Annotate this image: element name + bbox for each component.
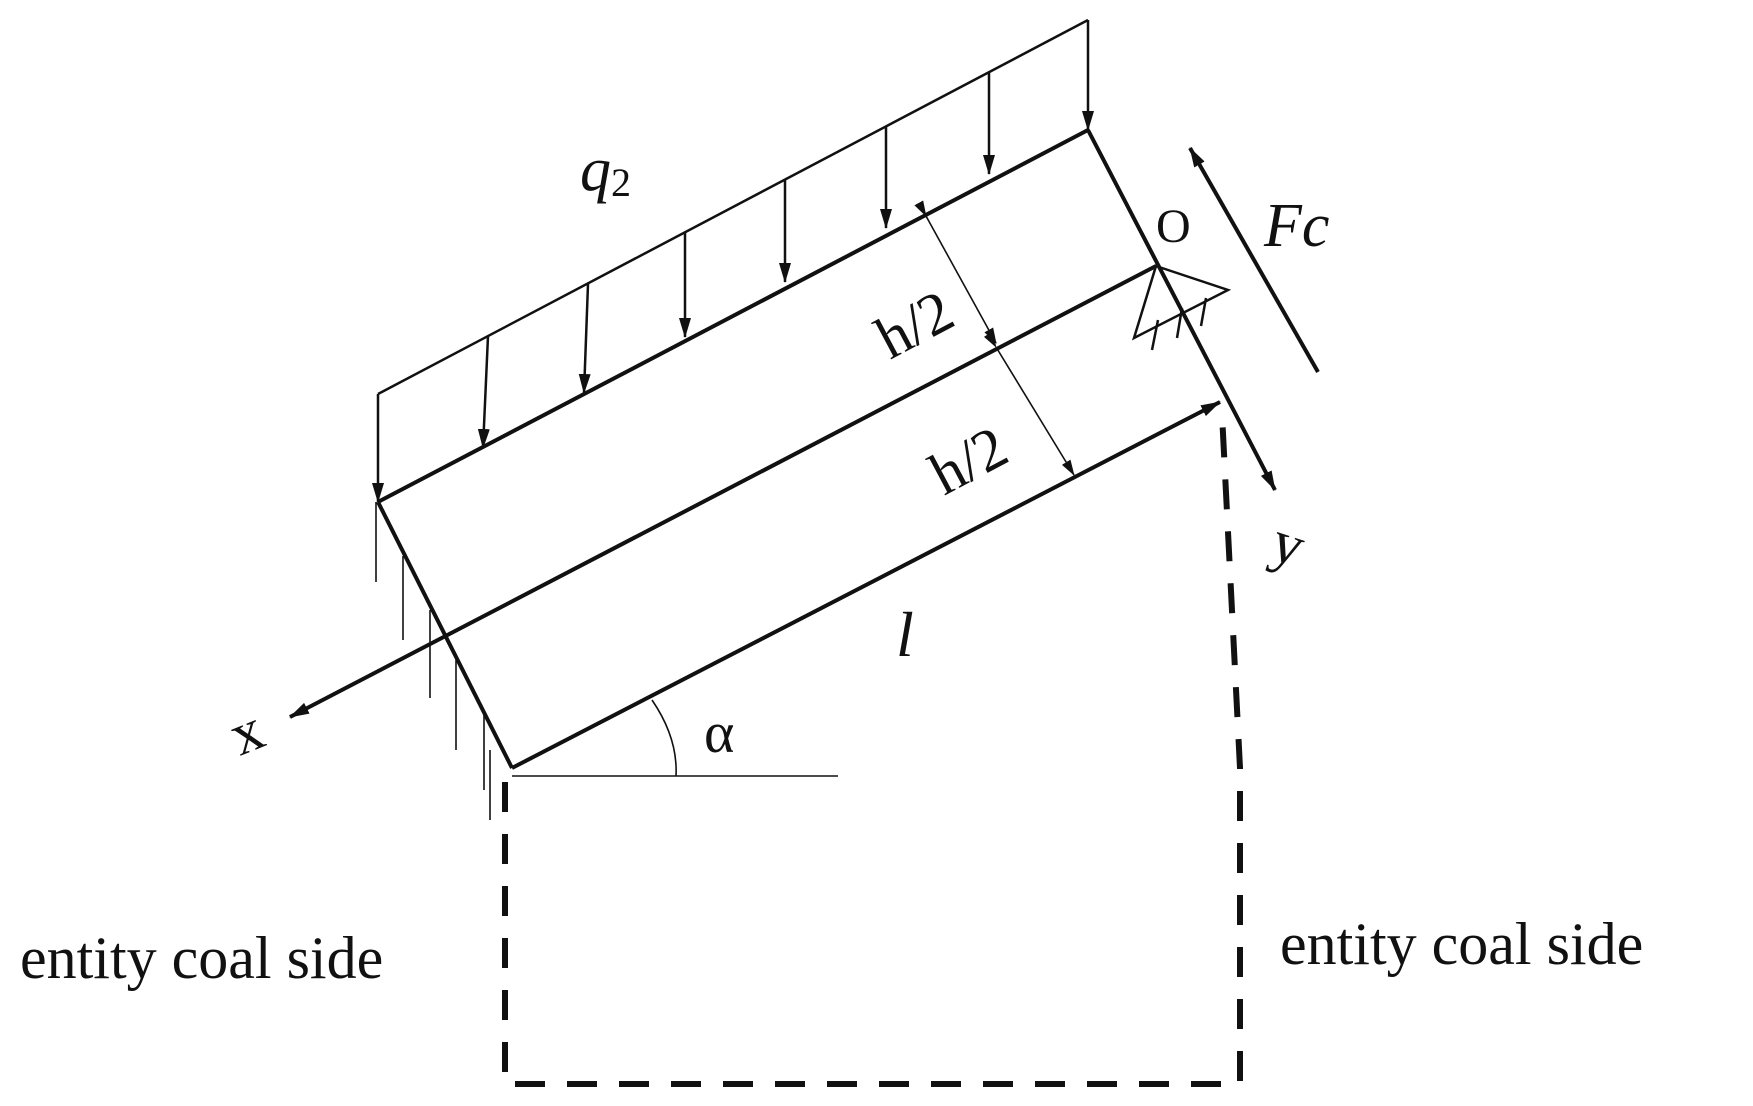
pin-support bbox=[1131, 264, 1232, 351]
x-axis-label: x bbox=[220, 696, 273, 768]
angle-arc bbox=[651, 699, 677, 777]
beam bbox=[376, 128, 1221, 770]
dimension-lower bbox=[983, 331, 1075, 476]
force-fc-arrow bbox=[1188, 147, 1320, 373]
x-axis-arrow bbox=[289, 264, 1157, 719]
origin-label: O bbox=[1156, 200, 1191, 253]
load-label: q2 bbox=[580, 136, 631, 205]
roadway-outline bbox=[502, 413, 1243, 1087]
angle-label: α bbox=[704, 700, 734, 765]
dimension-upper bbox=[914, 200, 997, 344]
length-label: l bbox=[896, 599, 914, 670]
y-axis-label: y bbox=[1264, 508, 1313, 580]
wall-hatching bbox=[375, 502, 491, 820]
distributed-load bbox=[372, 18, 1094, 503]
left-coal-side-label: entity coal side bbox=[20, 925, 383, 991]
beam-top-edge bbox=[377, 128, 1089, 504]
beam-bottom-edge bbox=[511, 400, 1221, 770]
right-coal-side-label: entity coal side bbox=[1280, 911, 1643, 977]
force-label: Fc bbox=[1263, 192, 1329, 260]
half-thickness-lower-label: h/2 bbox=[919, 413, 1018, 507]
half-thickness-upper-label: h/2 bbox=[865, 277, 964, 371]
